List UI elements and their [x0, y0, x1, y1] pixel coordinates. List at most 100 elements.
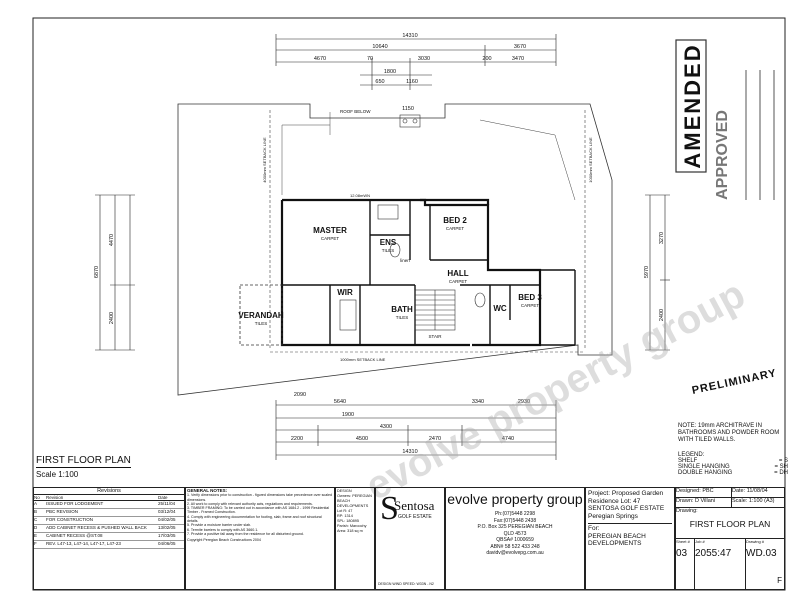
- preliminary-stamp: PRELIMINARY: [691, 367, 778, 397]
- revision-date: 25/11/04: [158, 501, 176, 506]
- revision-desc: CABINET RECESS @ST.08: [46, 533, 103, 538]
- date-value: 11/08/04: [746, 488, 768, 494]
- project-for: For: PEREGIAN BEACH DEVELOPMENTS: [588, 523, 672, 548]
- dim-bot-j: 2090: [294, 392, 306, 398]
- revision-no: A: [34, 501, 38, 506]
- room-hall: HALL: [447, 269, 468, 278]
- dim-bot-b: 4500: [356, 436, 368, 442]
- project-for-value: PEREGIAN BEACH DEVELOPMENTS: [588, 532, 646, 548]
- revision-no: F: [34, 541, 37, 546]
- dim-bot-overall: 14310: [402, 449, 417, 455]
- sheet-cell: Sheet # 03: [676, 539, 695, 589]
- revision-date: 03/12/04: [158, 509, 176, 514]
- general-note-line: 5. Provide a moisture barrier under slab…: [187, 523, 252, 528]
- dim-top-c: 4670: [314, 56, 326, 62]
- amended-stamp: AMENDED: [680, 43, 705, 168]
- dim-top-i: 1150: [402, 106, 414, 112]
- revision-row: F REV. L47-13, L47-14, L47-17, L47-23 04/0…: [34, 541, 184, 549]
- sheet-numbers-row: Sheet # 03 Job # 2055:47 Drawing # WD.03…: [676, 539, 784, 589]
- legend-item: SINGLE HANGING= SH: [678, 464, 788, 470]
- dim-bot-e: 1900: [342, 412, 354, 418]
- company-abn: ABN# 58 522 433 248: [490, 543, 540, 550]
- drawing-name: FIRST FLOOR PLAN: [689, 519, 771, 529]
- general-note-line: 2. All work to comply with relevant auth…: [187, 501, 313, 506]
- building-walls: [280, 198, 542, 347]
- revisions-header-row: No Revision Date: [34, 495, 184, 501]
- revision-desc: REV. L47-13, L47-14, L47-17, L47-23: [46, 541, 121, 546]
- eaves-label: 12.08mWN: [350, 193, 370, 198]
- general-note-line: 1. Verify dimensions prior to constructi…: [187, 493, 333, 502]
- room-verandah: VERANDAH: [238, 311, 284, 320]
- general-note-line: 3. TIMBER FRAMING: To be carried out in …: [187, 506, 330, 515]
- revision-no: C: [34, 517, 38, 522]
- dim-bot-i: 2930: [518, 399, 530, 405]
- revision-date: 17/03/05: [158, 533, 176, 538]
- revision-no: E: [34, 533, 38, 538]
- dim-bot-d: 4740: [502, 436, 514, 442]
- revision-row: A ISSUED FOR LODGEMENT 25/11/04: [34, 501, 184, 509]
- legend-item: DOUBLE HANGING= DH: [678, 470, 788, 476]
- revision-date: 04/06/05: [158, 541, 176, 546]
- dim-bot-g: 5640: [334, 399, 346, 405]
- room-bath-floor: TILES: [396, 315, 409, 320]
- architrave-note: NOTE: 19mm ARCHITRAVE IN BATHROOMS AND P…: [678, 423, 780, 443]
- fixtures: [339, 114, 486, 331]
- stair-treads: [414, 289, 456, 331]
- company-phone: Ph:(07)5448 2298: [494, 511, 536, 517]
- room-verandah-floor: TILES: [255, 321, 268, 326]
- dim-bot-h: 3340: [472, 399, 484, 405]
- dim-top-f: 3470: [512, 56, 524, 62]
- top-dimensions: [275, 34, 557, 90]
- company-state: QLD 4573: [503, 530, 527, 537]
- room-wir: WIR: [337, 288, 353, 297]
- plan-title: FIRST FLOOR PLAN: [36, 455, 131, 468]
- lot-number: Lot R: 47: [337, 509, 353, 513]
- scale-value: 1:100 (A3): [748, 498, 775, 504]
- left-dimensions: [95, 194, 135, 351]
- sentosa-logo-mark: S: [380, 490, 399, 527]
- roof-below-label: ROOF BELOW: [340, 109, 371, 114]
- drawing-name-row: Drawing: FIRST FLOOR PLAN: [676, 508, 784, 539]
- dim-right-b: 2400: [659, 309, 665, 321]
- dim-left-b: 2400: [109, 312, 115, 324]
- drawing-info-block: Designed: PBC Date: 11/08/04 Drawn: D Vi…: [675, 487, 785, 590]
- dim-bot-f: 4300: [380, 424, 392, 430]
- revision-no: D: [34, 525, 38, 530]
- drawing-label: Drawing:: [676, 508, 698, 514]
- setback-left-label: 4000mm SETBACK LINE: [262, 137, 267, 183]
- room-bed3-floor: CARPET: [521, 303, 540, 308]
- revision-desc: ADD CABINET RECESS & PUSHED WALL BACK: [46, 525, 147, 530]
- lot-rp: RP: 1314: [337, 514, 353, 518]
- dim-bot-c: 2470: [429, 436, 441, 442]
- lot-owners: Owners: PEREGIAN BEACH DEVELOPMENTS: [337, 494, 372, 508]
- dim-top-g: 200: [482, 56, 491, 62]
- general-notes-block: GENERAL NOTES: 1. Verify dimensions prio…: [185, 487, 335, 590]
- general-note-line: 4. Comply with engineering documentation…: [187, 514, 322, 524]
- dim-bot-a: 2200: [291, 436, 303, 442]
- room-ens: ENS: [380, 238, 397, 247]
- dim-right-a: 3270: [659, 232, 665, 244]
- approved-stamp-lines: [745, 70, 775, 200]
- revision-desc: ISSUED FOR LODGEMENT: [46, 501, 104, 506]
- dim-top-d: 70: [367, 56, 373, 62]
- room-master-floor: CARPET: [321, 236, 340, 241]
- revision-desc: FOR CONSTRUCTION: [46, 517, 93, 522]
- room-bath: BATH: [391, 305, 413, 314]
- dim-left-a: 4470: [109, 234, 115, 246]
- drawing-number-cell: Drawing # WD.03 F: [746, 539, 782, 585]
- lot-details-block: DESIGN Owners: PEREGIAN BEACH DEVELOPMEN…: [335, 487, 375, 590]
- company-email: davidv@evolvepg.com.au: [486, 550, 544, 556]
- lot-parish: Parish: Maroochy: [337, 524, 367, 528]
- dim-top-h: 1800: [384, 69, 396, 75]
- approved-stamp: APPROVED: [714, 110, 731, 200]
- bottom-dimensions: [275, 400, 557, 460]
- setback-lines: [269, 110, 586, 353]
- dim-left-overall: 6870: [94, 266, 100, 278]
- dim-top-j: 650: [375, 79, 384, 85]
- company-qbsa: QBSA# 1000659: [496, 537, 534, 543]
- general-note-line: 6. Termite barriers to comply with AS 36…: [187, 527, 259, 532]
